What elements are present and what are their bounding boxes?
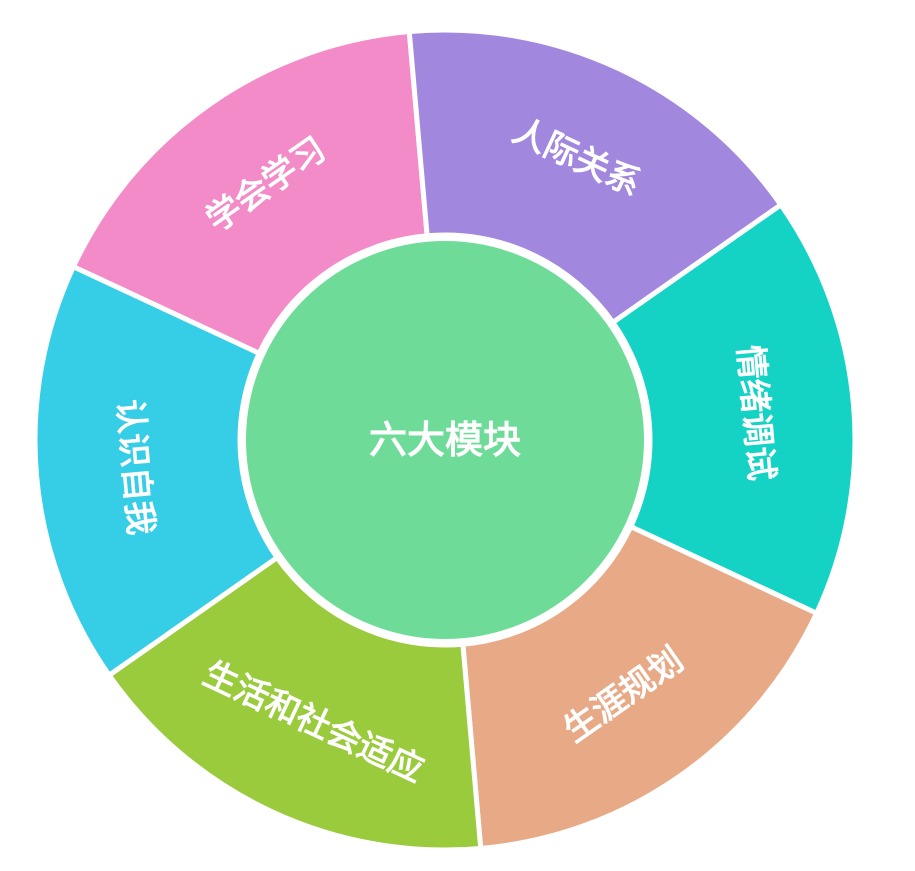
center-label: 六大模块 [369, 418, 521, 462]
center-circle [240, 235, 650, 645]
